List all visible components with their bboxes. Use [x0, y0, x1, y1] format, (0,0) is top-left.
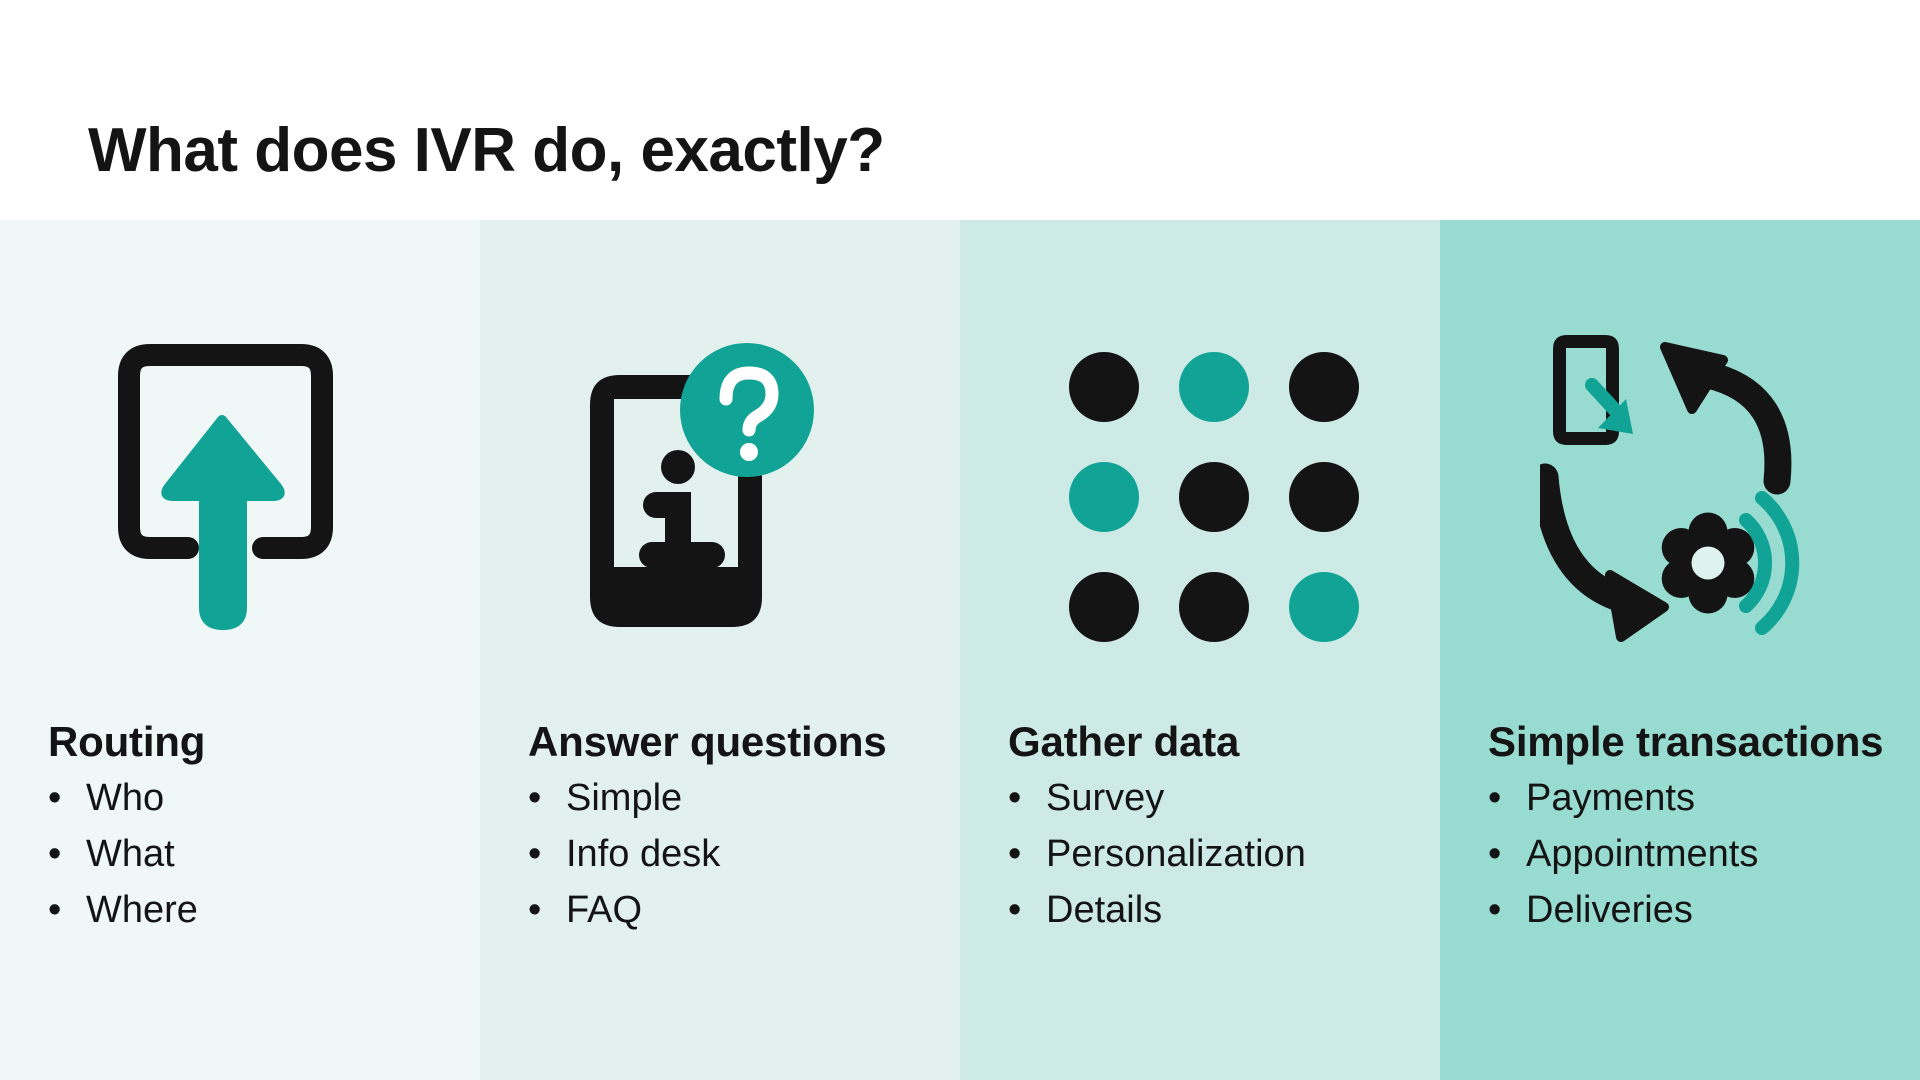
page-title: What does IVR do, exactly? — [88, 115, 885, 185]
info-dot — [661, 450, 695, 484]
cycle-arrow-down-icon — [1540, 463, 1669, 642]
list-item: •Deliveries — [1488, 889, 1693, 931]
list-item: •Info desk — [528, 833, 721, 875]
column-simple-transactions: Simple transactions •Payments •Appointme… — [1440, 220, 1920, 1080]
column-list: •Who •What •Where — [48, 770, 460, 938]
keypad-dot — [1069, 572, 1139, 642]
column-heading: Answer questions — [528, 718, 887, 765]
column-list: •Survey •Personalization •Details — [1008, 770, 1420, 938]
list-item: •Personalization — [1008, 833, 1306, 875]
tablet-icon — [1553, 335, 1619, 445]
phone-info-question-icon — [590, 343, 814, 627]
column-heading: Routing — [48, 718, 206, 765]
answer-questions-text: Answer questions •Simple •Info desk •FAQ — [528, 714, 940, 938]
column-answer-questions: Answer questions •Simple •Info desk •FAQ — [480, 220, 960, 1080]
routing-text: Routing •Who •What •Where — [48, 714, 460, 938]
keypad-dots-icon — [1069, 352, 1359, 642]
list-item: •Details — [1008, 889, 1163, 931]
question-badge — [680, 343, 814, 477]
keypad-dot — [1179, 462, 1249, 532]
column-routing: Routing •Who •What •Where — [0, 220, 480, 1080]
list-item: •Payments — [1488, 777, 1695, 819]
column-gather-data: Gather data •Survey •Personalization •De… — [960, 220, 1440, 1080]
device-sync-gear-icon — [1540, 335, 1800, 642]
gather-data-text: Gather data •Survey •Personalization •De… — [1008, 714, 1420, 938]
list-item: •Appointments — [1488, 833, 1759, 875]
simple-transactions-text: Simple transactions •Payments •Appointme… — [1488, 714, 1900, 938]
list-item: •Where — [48, 889, 198, 931]
keypad-dot — [1289, 572, 1359, 642]
cycle-arrow-up-icon — [1660, 342, 1792, 495]
column-heading: Simple transactions — [1488, 718, 1884, 765]
list-item: •FAQ — [528, 889, 643, 931]
gear-icon — [1661, 512, 1755, 614]
keypad-dot — [1069, 352, 1139, 422]
keypad-dot — [1179, 572, 1249, 642]
keypad-dot — [1289, 352, 1359, 422]
keypad-dot — [1179, 352, 1249, 422]
keypad-dot — [1069, 462, 1139, 532]
column-list: •Simple •Info desk •FAQ — [528, 770, 940, 938]
columns-row: Routing •Who •What •Where Answer questio… — [0, 220, 1920, 1080]
arrow-up-from-box-icon — [118, 344, 333, 630]
list-item: •Who — [48, 777, 165, 819]
column-heading: Gather data — [1008, 718, 1240, 765]
list-item: •Survey — [1008, 777, 1165, 819]
tap-arrow-icon — [1585, 378, 1633, 434]
column-list: •Payments •Appointments •Deliveries — [1488, 770, 1900, 938]
list-item: •Simple — [528, 777, 683, 819]
sound-waves-icon — [1739, 491, 1800, 635]
keypad-dot — [1289, 462, 1359, 532]
list-item: •What — [48, 833, 175, 875]
